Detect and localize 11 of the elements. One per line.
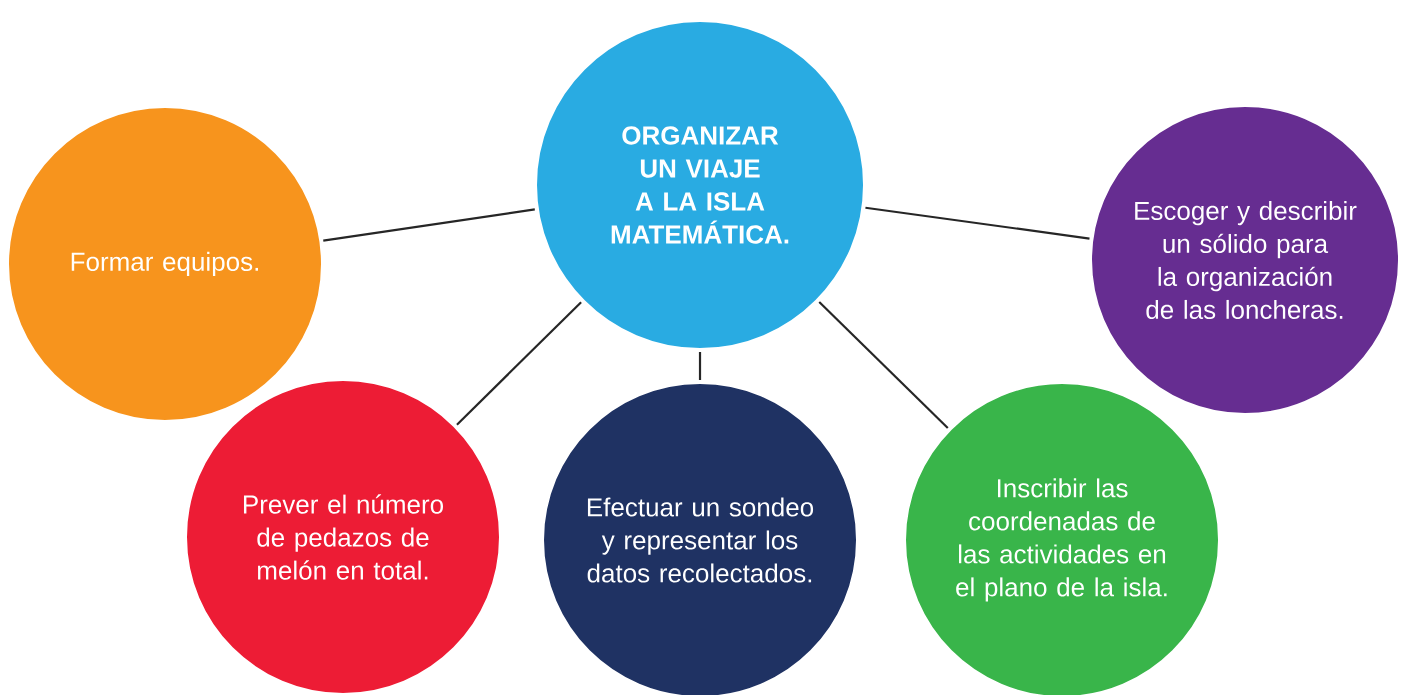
circle-node: Inscribir las coordenadas de las actividades en el plano de la isla. <box>902 380 1223 695</box>
circle-node: Efectuar un sondeo y representar los datos recolectados. <box>540 380 860 695</box>
circle-node: Prever el número de pedazos de melón en total. <box>183 377 503 695</box>
connector-line <box>456 301 582 426</box>
connector-line <box>698 352 702 380</box>
connector-line <box>323 208 535 242</box>
connector-line <box>865 206 1090 240</box>
circle-node: Formar equipos. <box>5 104 325 424</box>
circle-node: ORGANIZAR UN VIAJE A LA ISLA MATEMÁTICA. <box>533 18 867 352</box>
connector-line <box>818 301 949 429</box>
circle-node: Escoger y describir un sólido para la organización de las loncheras. <box>1088 103 1403 417</box>
